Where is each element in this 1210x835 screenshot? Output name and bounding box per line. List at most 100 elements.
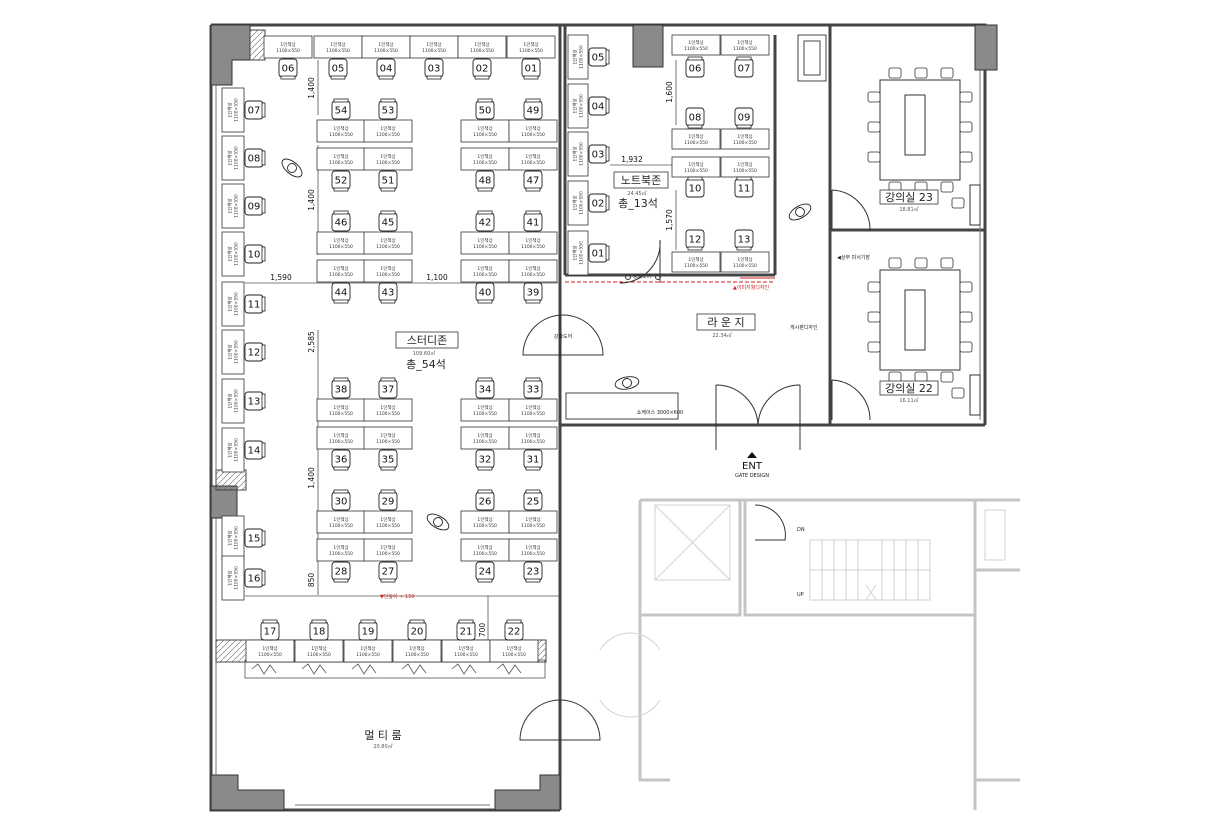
desk-size: 1100×550	[307, 652, 331, 658]
seat-number: 42	[479, 218, 492, 229]
chair-back	[605, 49, 610, 65]
seat-number: 01	[592, 249, 605, 260]
desk	[363, 398, 413, 422]
lecture-chair	[940, 181, 954, 193]
seat-number: 46	[335, 218, 348, 229]
desk-size: 1100×550	[234, 98, 240, 122]
desk-label: 1인책상	[525, 265, 540, 272]
dim-label: 700	[478, 623, 487, 638]
chair-back	[736, 56, 752, 61]
seat: 47	[523, 170, 543, 192]
seat: 09	[244, 196, 266, 216]
desk-label: 1인책상	[380, 404, 395, 411]
desk-size: 1100×550	[733, 140, 757, 146]
chair-back	[261, 246, 266, 262]
desk	[720, 251, 770, 273]
seat: 01	[521, 58, 541, 80]
desk-label: 1인책상	[311, 645, 326, 652]
desk-label: 1인책상	[380, 432, 395, 439]
entrance-arrow-icon	[747, 452, 757, 458]
desk-label: 1인책상	[737, 161, 752, 168]
desk-label: 1인책상	[477, 237, 492, 244]
seat-number: 03	[592, 150, 605, 161]
chair-back	[380, 489, 396, 494]
desk-size: 1100×550	[579, 191, 585, 215]
room-notebook: 노트북존 24.45㎡ 총_13석	[613, 171, 669, 210]
desk	[221, 281, 245, 327]
desk-size: 1100×550	[376, 272, 400, 278]
seat-number: 05	[332, 64, 345, 75]
desk-size: 1100×550	[376, 132, 400, 138]
seat-number: 09	[248, 202, 261, 213]
seat-number: 41	[527, 218, 540, 229]
desk-size: 1100×550	[521, 272, 545, 278]
seat-number: 10	[689, 184, 702, 195]
seat: 13	[244, 391, 266, 411]
seat-number: 24	[479, 567, 492, 578]
desk-size: 1100×550	[579, 241, 585, 265]
desk-size: 1100×550	[329, 244, 353, 250]
seat-number: 01	[525, 64, 538, 75]
seat: 04	[376, 58, 396, 80]
room-study: 스터디존 109.60㎡ 총_54석	[395, 331, 459, 371]
chair-back	[333, 466, 349, 471]
chair-back	[380, 466, 396, 471]
seat: 17	[260, 619, 280, 641]
desk-size: 1100×550	[329, 132, 353, 138]
seat: 14	[244, 440, 266, 460]
desk-size: 1100×550	[276, 48, 300, 54]
chair-back	[261, 393, 266, 409]
seat: 30	[331, 489, 351, 511]
desk-label: 1인책상	[525, 432, 540, 439]
seat-number: 19	[362, 627, 375, 638]
seat-number: 27	[382, 567, 395, 578]
desk-size: 1100×550	[234, 340, 240, 364]
desk-size: 1100×550	[519, 48, 543, 54]
desk-label: 1인책상	[227, 296, 234, 311]
desk	[221, 231, 245, 277]
desk-label: 1인책상	[333, 265, 348, 272]
seat-number: 02	[476, 64, 489, 75]
desk-size: 1100×550	[258, 652, 282, 658]
desk	[508, 231, 558, 255]
seat: 27	[378, 561, 398, 583]
desk	[671, 251, 721, 273]
seat: 15	[244, 528, 266, 548]
lecture-chair	[959, 341, 973, 353]
desk	[221, 329, 245, 375]
desk-label: 1인책상	[380, 153, 395, 160]
room-title-frame	[395, 331, 459, 349]
seat: 38	[331, 377, 351, 399]
desk-label: 1인책상	[227, 150, 234, 165]
room-title: 강의실 23	[885, 191, 933, 204]
desk-label: 1인책상	[477, 404, 492, 411]
seat-number: 25	[527, 497, 540, 508]
chair-back	[311, 619, 327, 624]
desk-label: 1인책상	[737, 39, 752, 46]
desk-size: 1100×550	[234, 438, 240, 462]
chair-back	[477, 377, 493, 382]
seat: 10	[244, 244, 266, 264]
desk-label: 1인책상	[227, 198, 234, 213]
desk-label: 1인책상	[525, 516, 540, 523]
desk-label: 1인책상	[737, 133, 752, 140]
chair-back	[525, 210, 541, 215]
seat-number: 21	[460, 627, 473, 638]
room-area: 16.11㎡	[899, 397, 918, 404]
seat-number: 18	[313, 627, 326, 638]
planters	[244, 659, 546, 679]
desks: 1인책상1100×5501인책상1100×5501인책상1100×5501인책상…	[221, 34, 770, 663]
desk-label: 1인책상	[380, 544, 395, 551]
desk-label: 1인책상	[426, 41, 441, 48]
desk-label: 1인책상	[525, 153, 540, 160]
chair-back	[333, 187, 349, 192]
lecture-chair	[867, 121, 881, 133]
seat: 26	[475, 489, 495, 511]
desk-label: 1인책상	[477, 432, 492, 439]
desk-label: 1인책상	[280, 41, 295, 48]
seat: 32	[475, 449, 495, 471]
image-wall-label: ▲이미지월디자인	[733, 284, 769, 291]
desk-size: 1100×550	[502, 652, 526, 658]
desk-label: 1인책상	[333, 153, 348, 160]
desk-label: 1인책상	[477, 544, 492, 551]
